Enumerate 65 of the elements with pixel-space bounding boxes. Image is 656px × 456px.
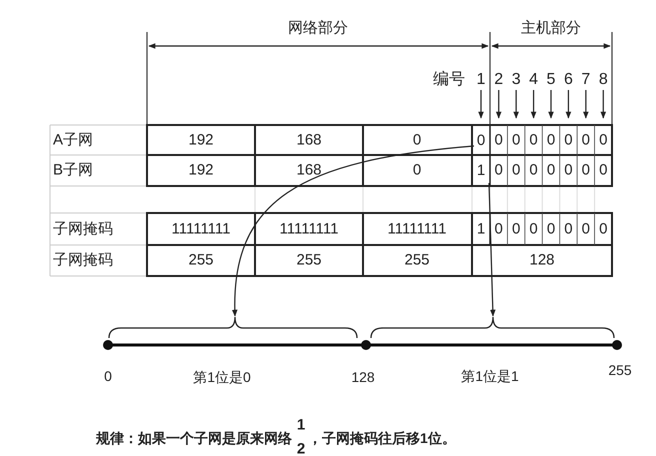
bit-digit: 0 [546, 162, 556, 178]
octet-value: 0 [412, 162, 422, 178]
range-label: 第1位是0 [193, 370, 251, 384]
row-header: A子网 [53, 132, 94, 148]
octet-value: 255 [188, 252, 214, 268]
octet-value: 168 [296, 132, 322, 148]
bit-number: 6 [564, 72, 573, 88]
octet-value: 192 [188, 162, 214, 178]
scale-value: 128 [351, 370, 375, 384]
rule-text: ，子网掩码往后移1位。 [308, 431, 456, 445]
bit-digit: 0 [564, 162, 573, 178]
bit-digit: 0 [529, 162, 538, 178]
mask-bits: 11111111 [172, 222, 230, 236]
curly-brace [370, 316, 615, 338]
bit-digit: 0 [546, 222, 556, 236]
octet-value: 192 [188, 132, 214, 148]
octet-value: 128 [529, 252, 555, 268]
fraction-numerator: 1 [296, 418, 306, 432]
octet-value: 0 [412, 132, 422, 148]
dimension-label: 网络部分 [288, 20, 348, 36]
bit-digit: 0 [546, 132, 556, 148]
bit-digit: 0 [564, 222, 573, 236]
range-label: 第1位是1 [461, 369, 519, 383]
bit-digit: 1 [474, 158, 488, 183]
bit-digit: 0 [494, 222, 503, 236]
bit-number: 3 [512, 72, 521, 88]
bit-digit: 0 [599, 162, 608, 178]
scale-value: 255 [608, 363, 632, 377]
bit-digit: 0 [494, 132, 503, 148]
bit-digit: 0 [599, 222, 608, 236]
bit-number: 8 [598, 72, 608, 88]
bit-digit: 1 [476, 222, 486, 236]
row-header: 子网掩码 [53, 222, 113, 236]
octet-value: 168 [296, 162, 322, 178]
arrow [232, 145, 474, 317]
bit-digit: 0 [512, 132, 520, 148]
bit-number: 1 [476, 72, 486, 88]
bit-number-heading: 编号 [433, 72, 465, 88]
bit-number: 5 [546, 72, 556, 88]
octet-value: 255 [296, 252, 322, 268]
bit-digit: 0 [512, 162, 520, 178]
bit-digit: 0 [494, 162, 503, 178]
bit-number: 2 [494, 72, 504, 88]
dimension-label: 主机部分 [521, 20, 581, 36]
bit-digit: 0 [529, 132, 538, 148]
bit-number: 4 [529, 72, 538, 88]
bit-digit: 0 [582, 222, 590, 236]
fraction-denominator: 2 [296, 442, 306, 456]
curly-brace [108, 316, 358, 338]
bit-digit: 0 [529, 222, 538, 236]
octet-value: 255 [404, 252, 430, 268]
row-header: 子网掩码 [53, 252, 113, 268]
bit-digit: 0 [512, 222, 520, 236]
row-header: B子网 [53, 162, 94, 178]
bit-digit: 0 [582, 162, 590, 178]
bit-number: 7 [581, 72, 590, 88]
mask-bits: 11111111 [280, 222, 338, 236]
bit-digit: 0 [564, 132, 573, 148]
scale-value: 0 [104, 369, 112, 383]
mask-bits: 11111111 [388, 222, 446, 236]
bit-digit: 0 [474, 128, 488, 153]
rule-text: 规律：如果一个子网是原来网络 [96, 431, 292, 445]
bit-digit: 0 [582, 132, 590, 148]
arrow [488, 182, 496, 317]
bit-digit: 0 [599, 132, 608, 148]
